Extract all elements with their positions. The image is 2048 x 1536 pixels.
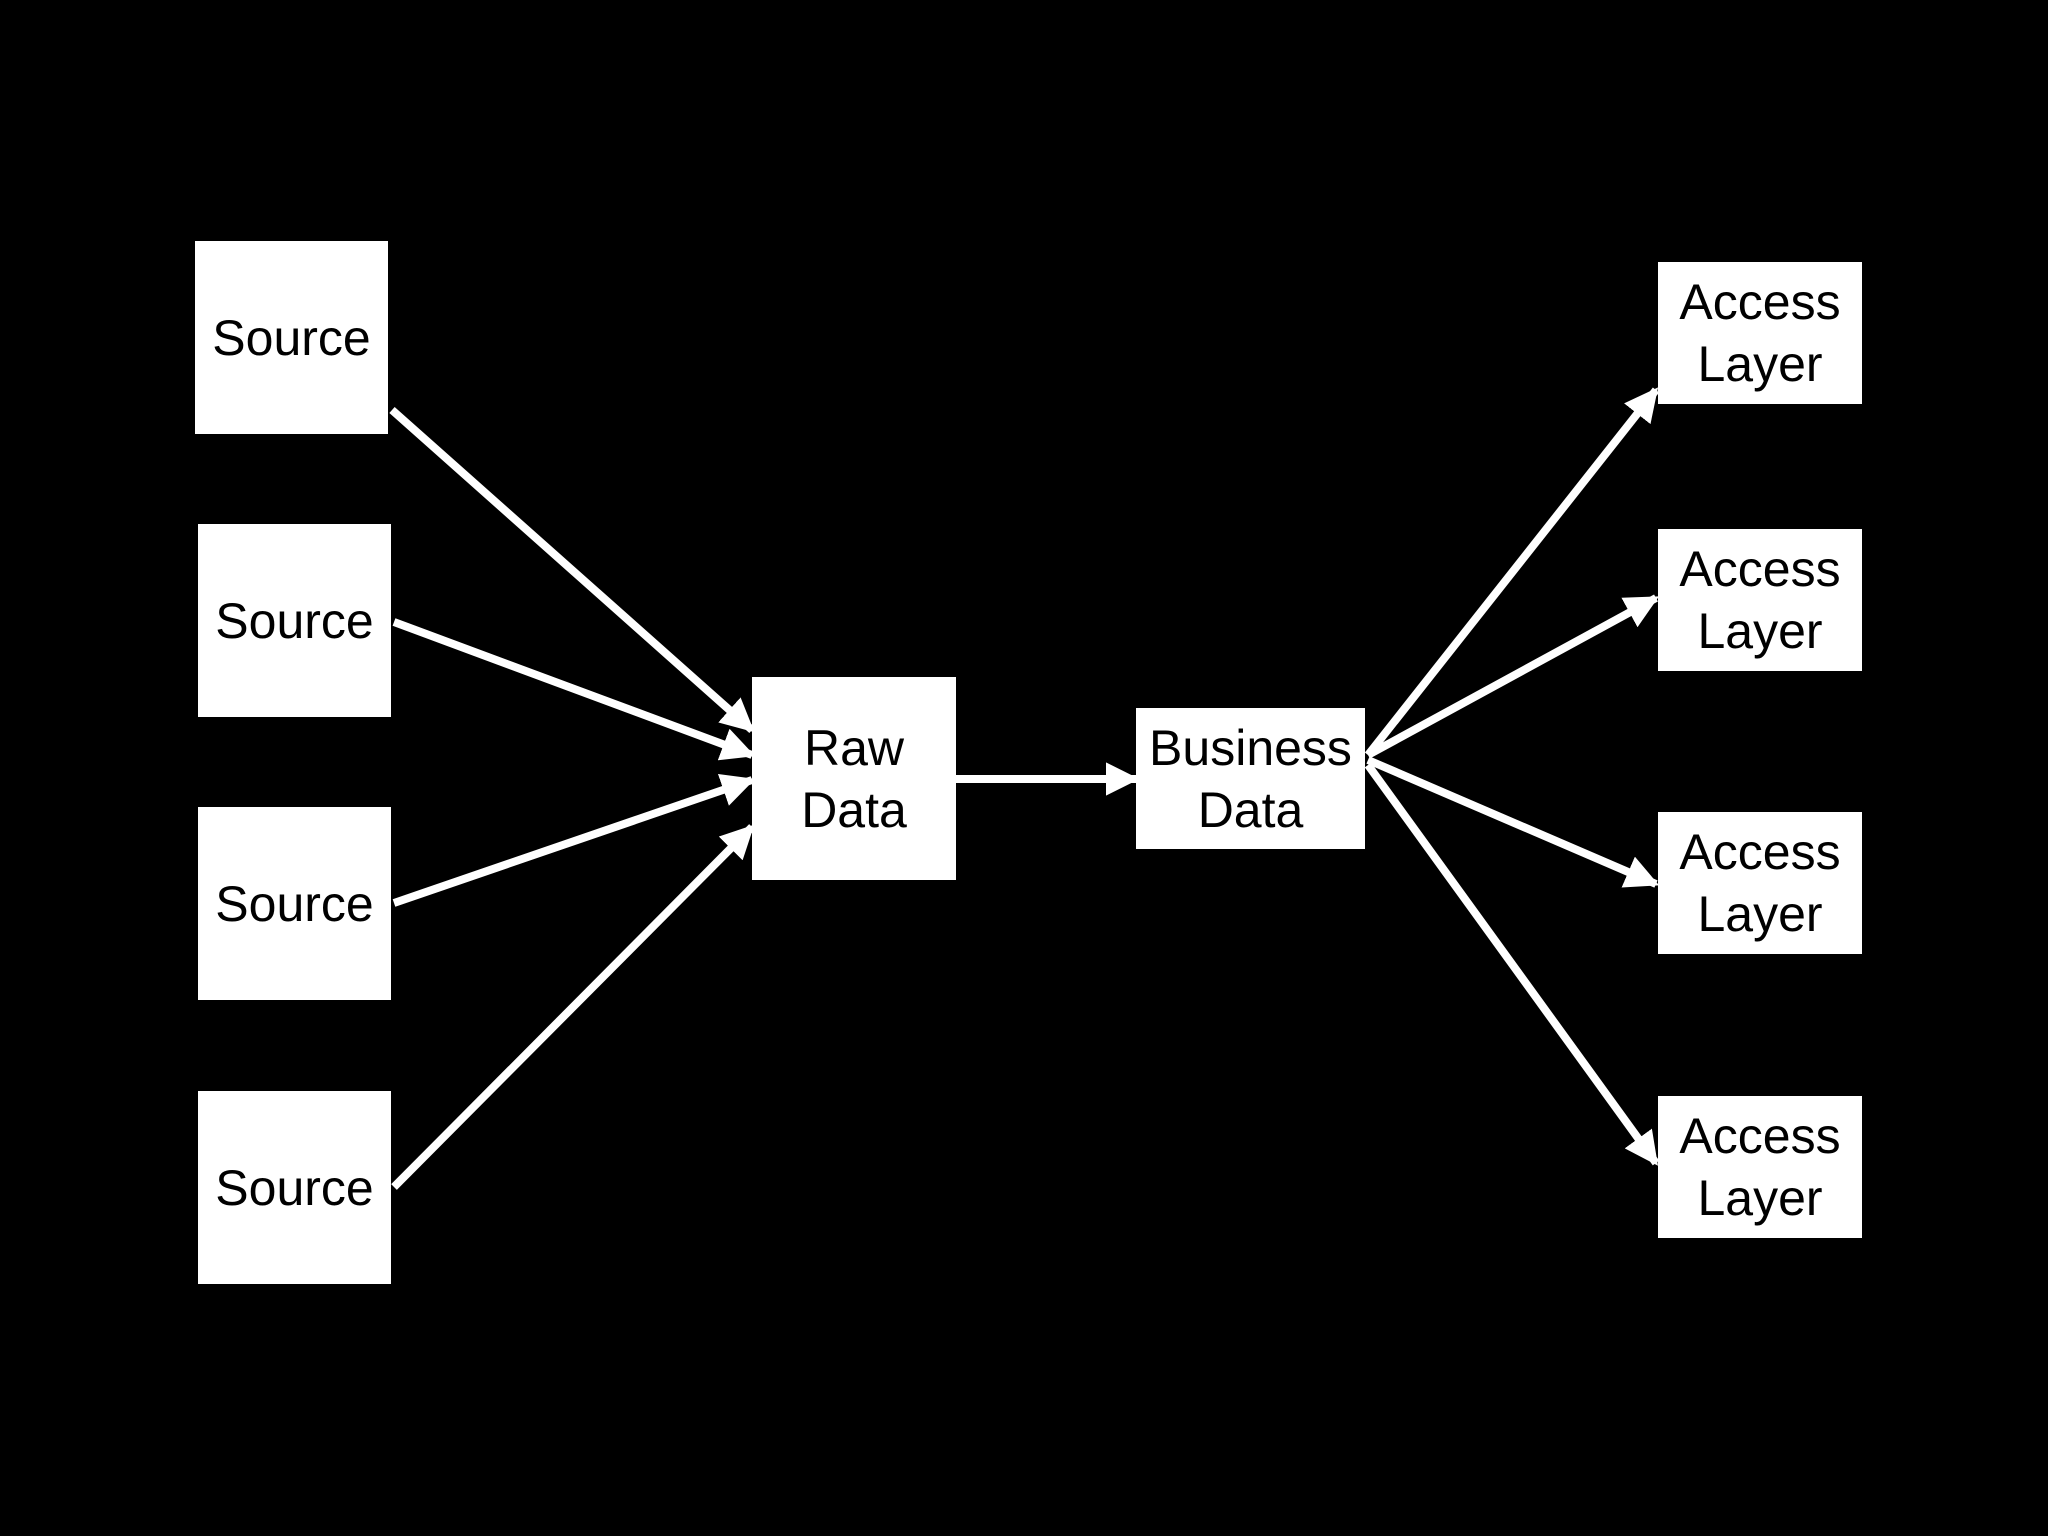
source-box-2: Source: [198, 524, 391, 717]
arrow-source-3-to-raw-data: [392, 773, 756, 907]
access-layer-label-line1: Access: [1679, 274, 1841, 330]
access-layer-box-2: Access Layer: [1658, 529, 1862, 671]
source-box-3: Source: [198, 807, 391, 1000]
access-layer-label-line1: Access: [1679, 1108, 1841, 1164]
arrow-business-data-to-access-layer-2: [1366, 594, 1659, 759]
access-layer-label-line2: Layer: [1697, 1170, 1823, 1226]
access-layer-box-3: Access Layer: [1658, 812, 1862, 954]
raw-data-label-line1: Raw: [803, 719, 905, 776]
business-data-label-line1: Business: [1149, 719, 1352, 776]
source-label: Source: [215, 592, 374, 649]
raw-data-label-line2: Data: [801, 781, 907, 838]
arrow-source-2-to-raw-data: [392, 618, 756, 761]
arrow-source-4-to-raw-data: [391, 824, 755, 1190]
arrow-business-data-to-access-layer-3: [1366, 756, 1660, 888]
arrow-business-data-to-access-layer-1: [1364, 387, 1660, 758]
business-data-label-line2: Data: [1197, 781, 1304, 838]
access-layer-box-4: Access Layer: [1658, 1096, 1862, 1238]
business-data-box: Business Data: [1136, 708, 1365, 849]
source-label: Source: [215, 1159, 374, 1216]
raw-data-box: Raw Data: [752, 677, 956, 880]
access-layer-label-line2: Layer: [1697, 336, 1823, 392]
access-layer-label-line1: Access: [1679, 541, 1841, 597]
access-layer-label-line1: Access: [1679, 824, 1841, 880]
arrow-business-data-to-access-layer-4: [1364, 762, 1660, 1166]
arrow-source-1-to-raw-data: [389, 407, 755, 733]
source-label: Source: [215, 875, 374, 932]
access-layer-label-line2: Layer: [1697, 603, 1823, 659]
source-box-1: Source: [195, 241, 388, 434]
source-label: Source: [212, 309, 371, 366]
access-layer-box-1: Access Layer: [1658, 262, 1862, 404]
access-layer-label-line2: Layer: [1697, 886, 1823, 942]
source-box-4: Source: [198, 1091, 391, 1284]
